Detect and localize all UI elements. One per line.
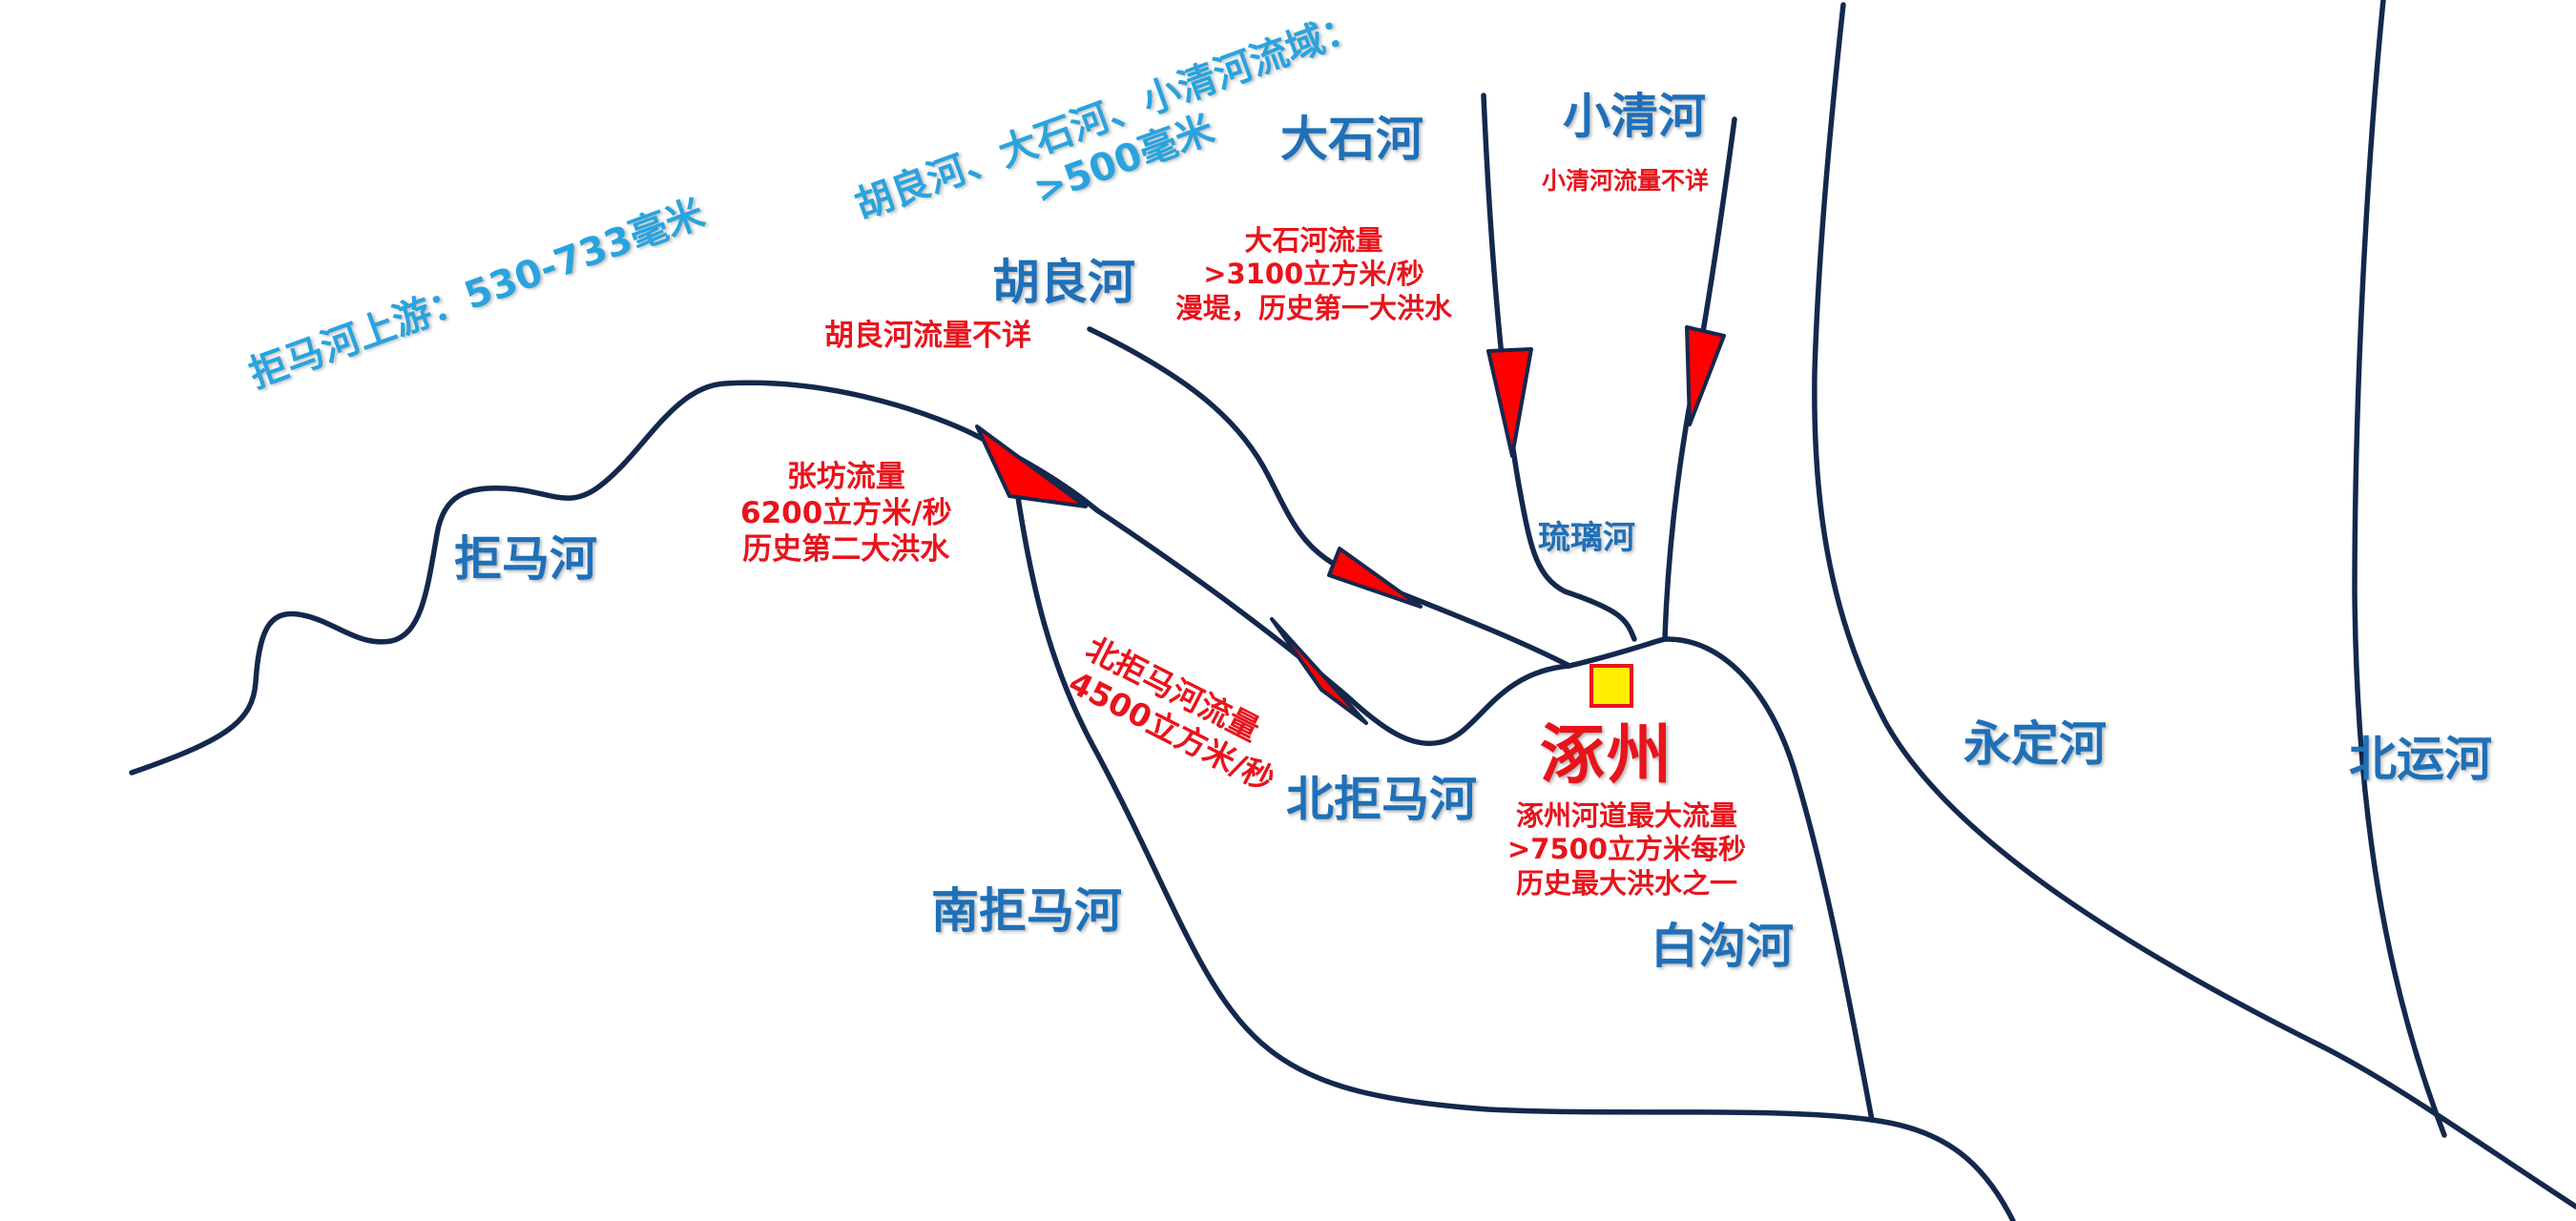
hulianghe-river-line (1087, 326, 1572, 669)
flow-dashihe-line1: 大石河流量 (1244, 224, 1383, 257)
flow-zhuozhou-line2: >7500立方米每秒 (1507, 833, 1747, 866)
xiaoqinghe-flow-arrow-icon (1685, 325, 1726, 426)
beijumahe-river-line (1094, 507, 1572, 746)
river-label-dashihe: 大石河 (1280, 112, 1423, 167)
city-label-zhuozhou: 涿州 (1540, 718, 1674, 794)
beijumahe-flow-arrow-icon (1270, 617, 1368, 725)
flow-zhangfang-line1: 张坊流量 (786, 460, 905, 494)
hulianghe-flow-arrow-icon (1327, 547, 1423, 609)
river-label-yongdinghe: 永定河 (1963, 716, 2107, 772)
flow-dashihe-label: 大石河流量 >3100立方米/秒 漫堤，历史第一大洪水 (1175, 224, 1452, 325)
zhuozhou-city-marker (1589, 664, 1633, 708)
flow-zhangfang-line3: 历史第二大洪水 (742, 531, 950, 567)
flow-zhuozhou-line3: 历史最大洪水之一 (1516, 866, 1738, 900)
flow-xiaoqinghe-label: 小清河流量不详 (1542, 167, 1710, 195)
dashihe-flow-arrow-icon (1486, 347, 1533, 458)
flow-zhangfang-label: 张坊流量 6200立方米/秒 历史第二大洪水 (740, 460, 952, 568)
river-label-jumahe: 拒马河 (454, 531, 597, 587)
flow-zhuozhou-line1: 涿州河道最大流量 (1516, 799, 1738, 832)
flow-zhangfang-line2: 6200立方米/秒 (740, 495, 952, 530)
flow-dashihe-line2: >3100立方米/秒 (1203, 258, 1424, 291)
river-label-liulihe: 琉璃河 (1538, 519, 1635, 557)
jumahe-flow-arrow-icon (975, 424, 1088, 508)
river-label-baigouhe: 白沟河 (1651, 919, 1794, 974)
baigouhe-river-line (1567, 636, 1875, 1123)
flow-dashihe-line3: 漫堤，历史第一大洪水 (1175, 291, 1453, 324)
yongdinghe-river-line (1812, 2, 2576, 1210)
river-label-beiyunhe: 北运河 (2349, 732, 2492, 787)
dashihe-river-line (1481, 93, 1637, 642)
river-label-nanjumahe: 南拒马河 (931, 883, 1122, 939)
river-label-hulianghe: 胡良河 (992, 255, 1135, 310)
river-label-beijumahe: 北拒马河 (1286, 772, 1477, 827)
beiyunhe-river-line (2352, 0, 2447, 1138)
jumahe-river-line (129, 380, 1100, 776)
flow-zhuozhou-label: 涿州河道最大流量 >7500立方米每秒 历史最大洪水之一 (1507, 799, 1746, 900)
river-label-xiaoqinghe: 小清河 (1563, 89, 1706, 144)
flow-hulianghe-label: 胡良河流量不详 (824, 319, 1031, 353)
